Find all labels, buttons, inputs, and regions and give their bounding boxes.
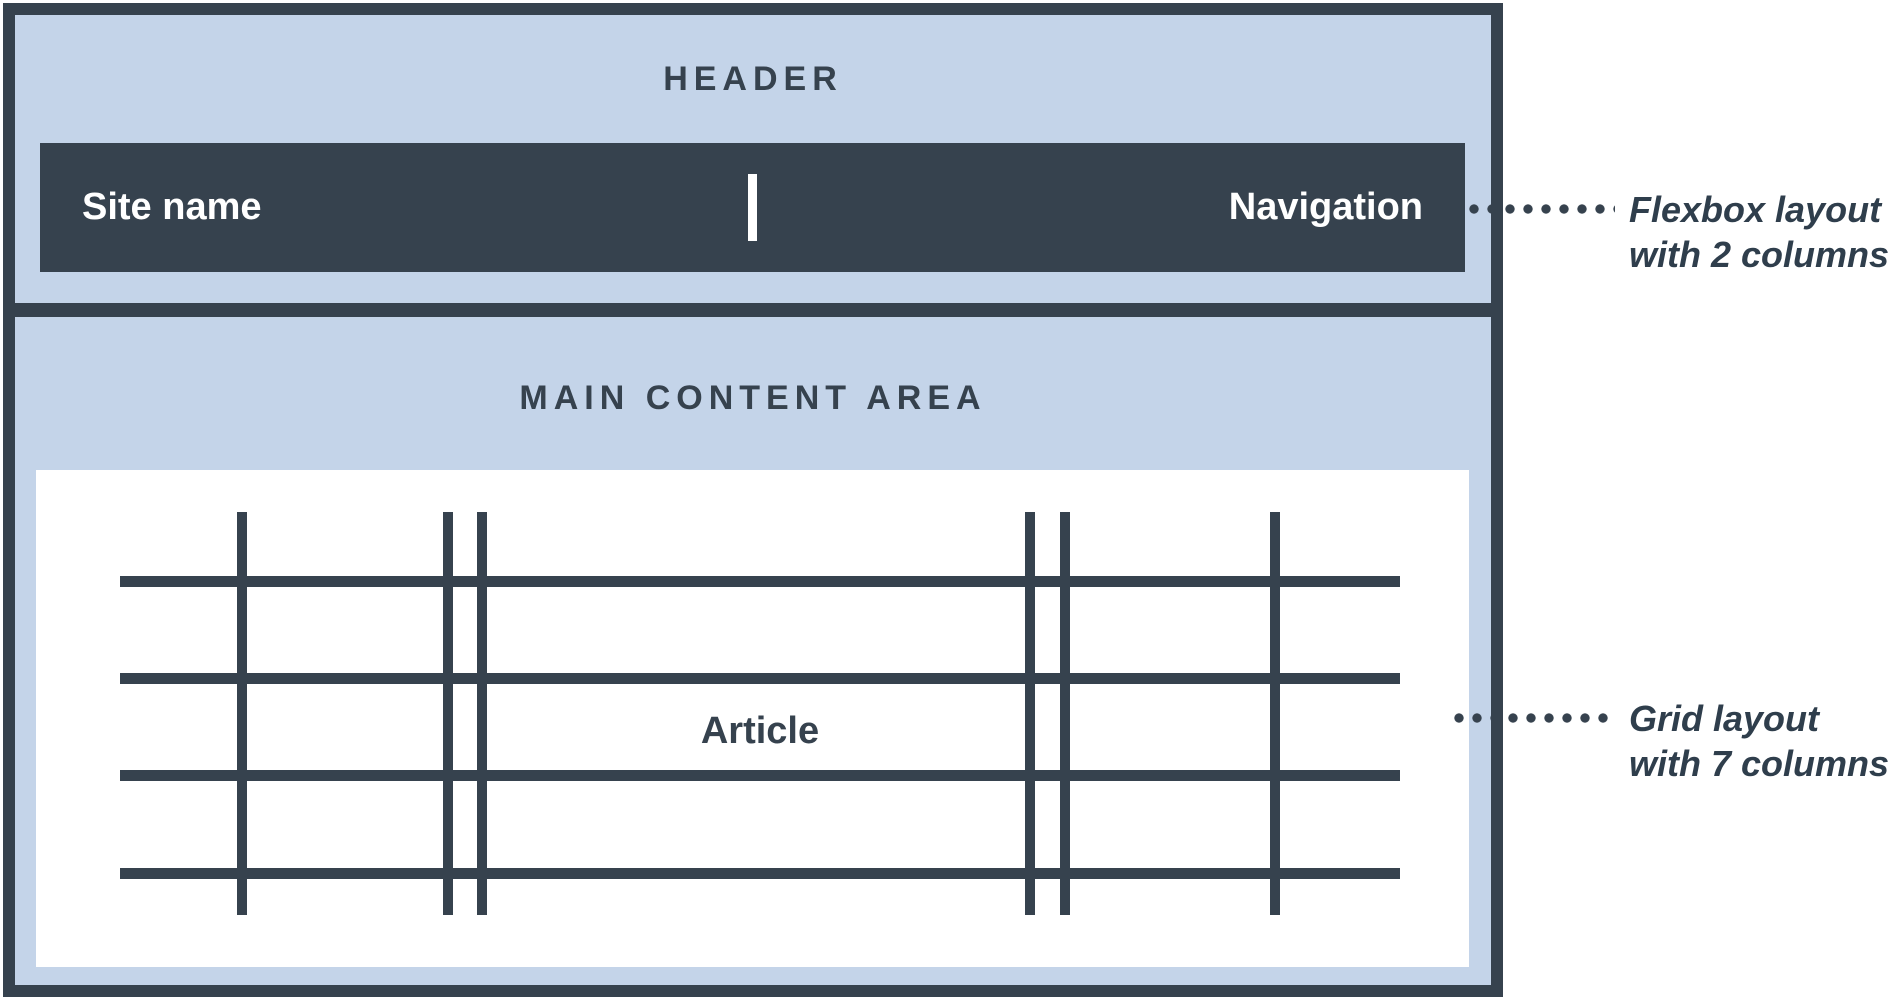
navbar-center-divider bbox=[748, 174, 757, 241]
navbar: Site name Navigation bbox=[40, 143, 1465, 272]
navigation-label: Navigation bbox=[1228, 186, 1423, 228]
article-label: Article bbox=[700, 710, 820, 752]
flexbox-note: Flexbox layout with 2 columns bbox=[1629, 187, 1894, 277]
main-content-section-label: MAIN CONTENT AREA bbox=[519, 379, 987, 417]
grid-column-line bbox=[477, 512, 487, 915]
header-section-label: HEADER bbox=[663, 60, 843, 98]
flexbox-note-line1: Flexbox layout bbox=[1629, 189, 1882, 230]
flexbox-note-line2: with 2 columns bbox=[1629, 234, 1890, 275]
grid-note: Grid layout with 7 columns bbox=[1629, 696, 1894, 786]
header-main-divider bbox=[15, 303, 1491, 317]
content-box: Article bbox=[36, 470, 1469, 967]
grid-column-line bbox=[237, 512, 247, 915]
grid-dotted-connector bbox=[1450, 713, 1614, 723]
grid-row-line bbox=[120, 770, 1400, 781]
grid-row-line bbox=[120, 673, 1400, 684]
grid-column-line bbox=[1025, 512, 1035, 915]
grid-row-line bbox=[120, 576, 1400, 587]
grid-note-line1: Grid layout bbox=[1629, 698, 1820, 739]
grid-note-line2: with 7 columns bbox=[1629, 743, 1890, 784]
grid-column-line bbox=[1060, 512, 1070, 915]
page-layout-frame: HEADER Site name Navigation MAIN CONTENT… bbox=[3, 3, 1503, 997]
grid-column-line bbox=[443, 512, 453, 915]
site-name-label: Site name bbox=[82, 186, 262, 228]
grid-column-line bbox=[1270, 512, 1280, 915]
flexbox-dotted-connector bbox=[1465, 204, 1615, 214]
grid-row-line bbox=[120, 868, 1400, 879]
